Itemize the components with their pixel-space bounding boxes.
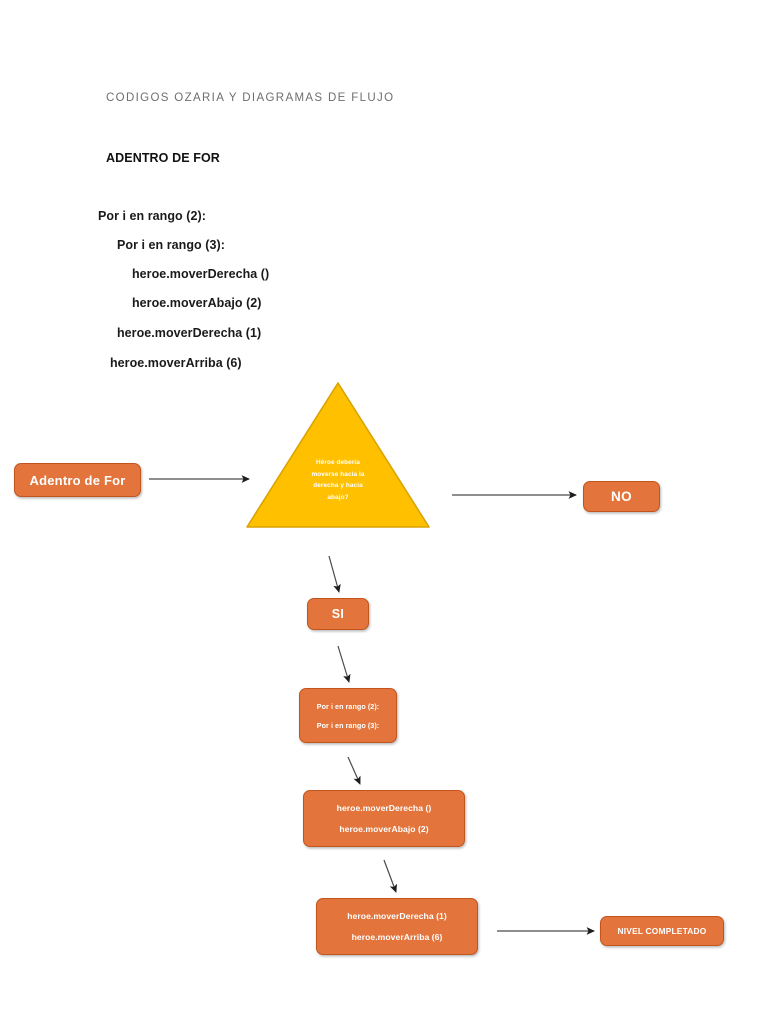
node-label: NO (610, 489, 633, 504)
decision-label-line: moverse hacia la (311, 470, 365, 478)
node-decision-heroe-movimiento[interactable]: Héroe debería moverse hacia la derecha y… (243, 379, 433, 531)
page-title: CODIGOS OZARIA Y DIAGRAMAS DE FLUJO (106, 92, 395, 104)
code-line: Por i en rango (3): (117, 238, 225, 252)
decision-label-line: abajo? (327, 493, 349, 501)
node-label-line: Por i en rango (2): (316, 701, 380, 711)
node-branch-si[interactable]: SI (307, 598, 369, 630)
node-branch-no[interactable]: NO (583, 481, 660, 512)
node-label: SI (331, 607, 345, 621)
section-heading: ADENTRO DE FOR (106, 151, 220, 165)
code-line: heroe.moverAbajo (2) (132, 296, 262, 310)
node-adentro-de-for[interactable]: Adentro de For (14, 463, 141, 497)
code-line: Por i en rango (2): (98, 209, 206, 223)
node-label-line: heroe.moverDerecha () (336, 803, 432, 813)
code-line: heroe.moverDerecha () (132, 267, 270, 281)
node-nivel-completado[interactable]: NIVEL COMPLETADO (600, 916, 724, 946)
node-loops[interactable]: Por i en rango (2): Por i en rango (3): (299, 688, 397, 743)
node-label-line: Por i en rango (3): (316, 720, 380, 730)
decision-label-line: Héroe debería (316, 459, 360, 466)
node-label: NIVEL COMPLETADO (617, 926, 707, 936)
code-line: heroe.moverArriba (6) (110, 356, 242, 370)
node-label-line: heroe.moverAbajo (2) (339, 824, 429, 834)
decision-label: Héroe debería moverse hacia la derecha y… (243, 457, 433, 503)
code-line: heroe.moverDerecha (1) (117, 326, 262, 340)
node-label: Adentro de For (29, 472, 126, 488)
decision-label-line: derecha y hacia (313, 482, 363, 490)
triangle-shape (246, 382, 430, 528)
node-label-line: heroe.moverDerecha (1) (347, 911, 447, 921)
node-actions-derecha-arriba[interactable]: heroe.moverDerecha (1) heroe.moverArriba… (316, 898, 478, 955)
node-actions-derecha-abajo[interactable]: heroe.moverDerecha () heroe.moverAbajo (… (303, 790, 465, 847)
node-label-line: heroe.moverArriba (6) (351, 932, 443, 942)
